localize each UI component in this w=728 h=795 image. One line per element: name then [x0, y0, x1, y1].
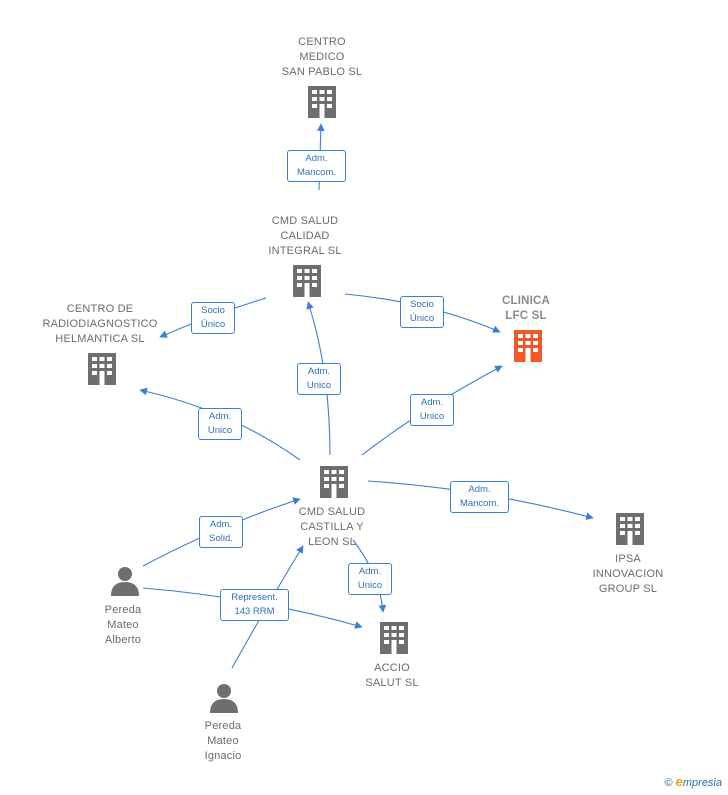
person-icon: [111, 567, 139, 596]
node-label-clinica-lfc[interactable]: CLINICA LFC SL: [501, 295, 551, 322]
copyright-symbol: ©: [664, 777, 673, 789]
edge-label: Represent. 143 RRM: [220, 589, 289, 621]
building-icon-main: [514, 330, 542, 362]
building-icon: [308, 86, 336, 118]
building-icon: [320, 466, 348, 498]
node-label-san-pablo[interactable]: CENTRO MEDICO SAN PABLO SL: [281, 36, 363, 78]
edge-label: Adm. Unico: [410, 394, 454, 426]
edge-label: Adm. Solid.: [199, 516, 243, 548]
node-label-alberto[interactable]: Pereda Mateo Alberto: [104, 604, 142, 646]
building-icon: [88, 353, 116, 385]
node-label-cmd-castilla[interactable]: CMD SALUD CASTILLA Y LEON SL: [298, 506, 366, 548]
footer-brand[interactable]: © empresia: [664, 774, 722, 789]
edge-label: Socio Único: [191, 302, 235, 334]
edge-label: Adm. Unico: [348, 563, 392, 595]
edge-label: Socio Único: [400, 296, 444, 328]
node-label-radiodiagnostico[interactable]: CENTRO DE RADIODIAGNOSTICO HELMANTICA SL: [42, 303, 158, 345]
node-label-accio[interactable]: ACCIO SALUT SL: [365, 662, 419, 689]
edge-label: Adm. Mancom.: [287, 150, 346, 182]
person-icon: [210, 684, 238, 713]
building-icon: [616, 513, 644, 545]
building-icon: [380, 622, 408, 654]
edge-label: Adm. Unico: [297, 363, 341, 395]
brand-initial: e: [675, 774, 683, 789]
edge-label: Adm. Mancom.: [450, 481, 509, 513]
node-label-cmd-calidad[interactable]: CMD SALUD CALIDAD INTEGRAL SL: [268, 215, 342, 257]
building-icon: [293, 265, 321, 297]
brand-name: mpresia: [682, 777, 722, 789]
node-label-ignacio[interactable]: Pereda Mateo Ignacio: [204, 720, 242, 762]
edge-label: Adm. Unico: [198, 408, 242, 440]
node-label-ipsa[interactable]: IPSA INNOVACION GROUP SL: [592, 553, 664, 595]
